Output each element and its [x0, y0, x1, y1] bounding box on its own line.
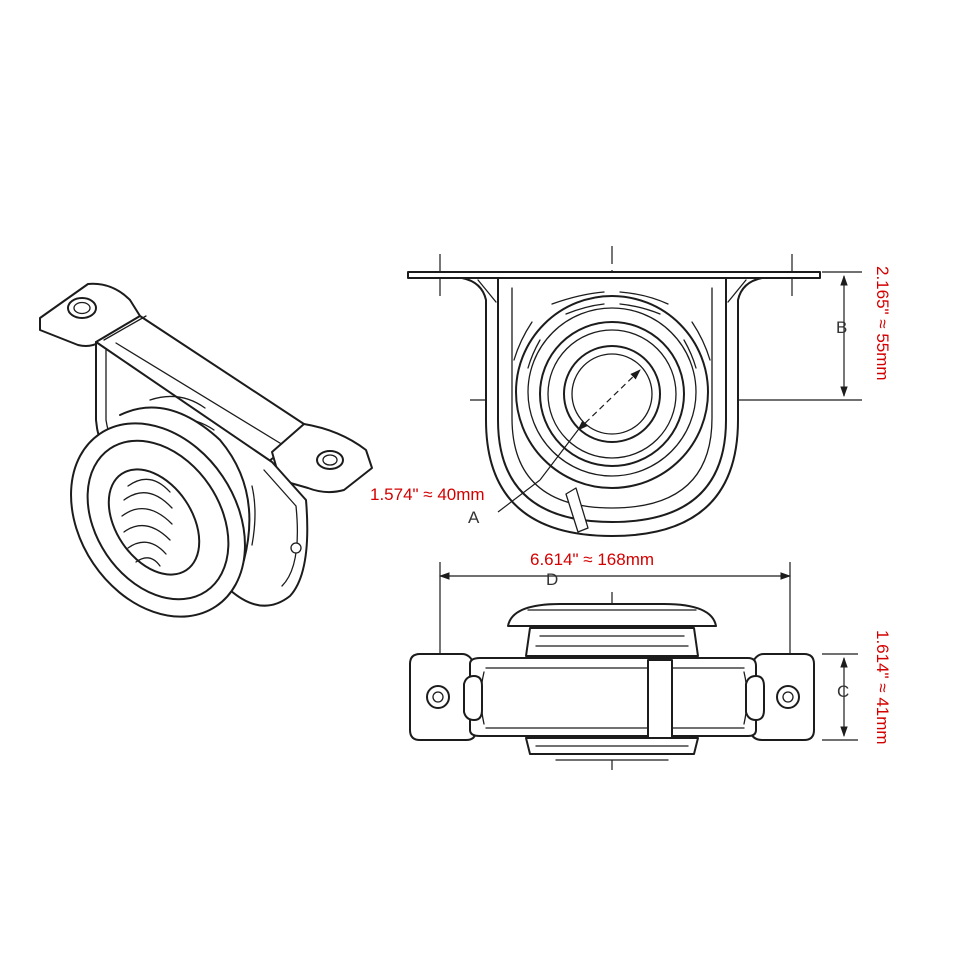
bottom-view	[409, 562, 858, 770]
dimension-c-value: 1.614" ≈ 41mm	[873, 630, 892, 745]
dimension-d-letter: D	[546, 570, 558, 589]
dimension-a-value: 1.574" ≈ 40mm	[370, 485, 485, 504]
dimension-b-letter: B	[836, 318, 847, 337]
dimension-a-letter: A	[468, 508, 480, 527]
isometric-view	[39, 282, 373, 618]
dimension-c-letter: C	[837, 682, 849, 701]
dimension-d-value: 6.614" ≈ 168mm	[530, 550, 654, 569]
front-view	[407, 246, 862, 537]
dimension-b-value: 2.165" ≈ 55mm	[873, 266, 892, 381]
